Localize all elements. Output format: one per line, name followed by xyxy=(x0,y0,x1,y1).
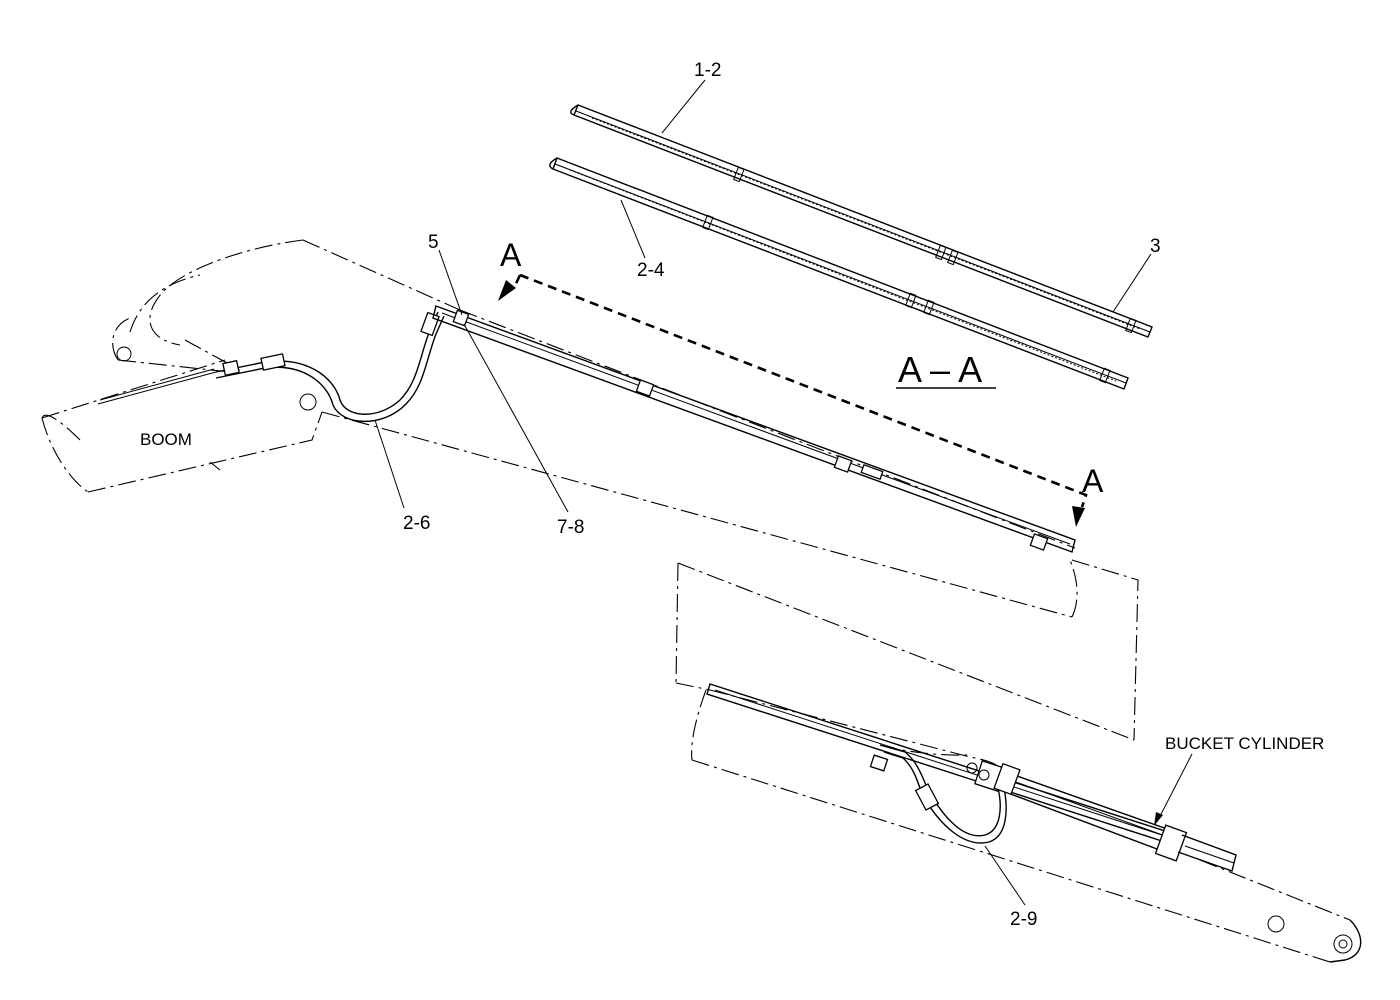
tube-joint xyxy=(860,463,884,481)
callout-7-8: 7-8 xyxy=(557,517,584,538)
leader-5 xyxy=(438,249,463,316)
bucket-cylinder: BUCKET CYLINDER xyxy=(993,734,1324,872)
boom-hydraulic-tube: 5 7-8 xyxy=(428,232,1076,553)
clamp-mid-2 xyxy=(833,455,853,473)
stick-pin-mid xyxy=(1267,915,1285,933)
callout-5: 5 xyxy=(428,232,439,253)
boom-hose-assembly: 2-6 xyxy=(215,311,445,534)
cut-arrow-top xyxy=(498,280,516,301)
cut-arrow-bottom xyxy=(1072,506,1085,527)
leader-7-8 xyxy=(463,323,569,513)
section-tube-lower xyxy=(549,157,1129,390)
stick-hydraulic-tube: 2-9 xyxy=(706,683,1169,930)
callout-3: 3 xyxy=(1150,236,1161,257)
callout-1-2: 1-2 xyxy=(694,60,721,81)
boom-label: BOOM xyxy=(140,430,192,449)
boom-pin-lower xyxy=(299,393,317,411)
bucket-cylinder-label: BUCKET CYLINDER xyxy=(1165,734,1324,753)
leader-2-4 xyxy=(620,199,646,259)
clamp-mid-1 xyxy=(635,379,655,397)
section-title: A – A xyxy=(898,349,982,390)
callout-2-6: 2-6 xyxy=(403,513,430,534)
clamp-5 xyxy=(452,309,470,327)
stick-clamp xyxy=(869,754,889,772)
leader-bucket-cylinder xyxy=(1157,753,1193,821)
section-tube-upper xyxy=(570,104,1153,338)
boom-structure: BOOM xyxy=(41,239,1139,741)
callout-2-9: 2-9 xyxy=(1010,909,1037,930)
leader-2-6 xyxy=(374,419,405,509)
section-marker-top: A xyxy=(500,237,522,273)
clamp-end xyxy=(1029,533,1049,551)
leader-3 xyxy=(1112,253,1152,313)
stick-pin-tip xyxy=(1333,934,1353,954)
section-cut-line: A A xyxy=(498,237,1104,527)
section-marker-bottom: A xyxy=(1082,463,1104,499)
callout-2-4: 2-4 xyxy=(637,260,665,281)
section-a-a-detail: 1-2 2-4 3 A – A xyxy=(549,60,1161,390)
stick-structure xyxy=(675,562,1362,963)
leader-2-9 xyxy=(984,845,1026,906)
leader-1-2 xyxy=(661,79,706,134)
boom-pin-upper xyxy=(116,346,132,362)
